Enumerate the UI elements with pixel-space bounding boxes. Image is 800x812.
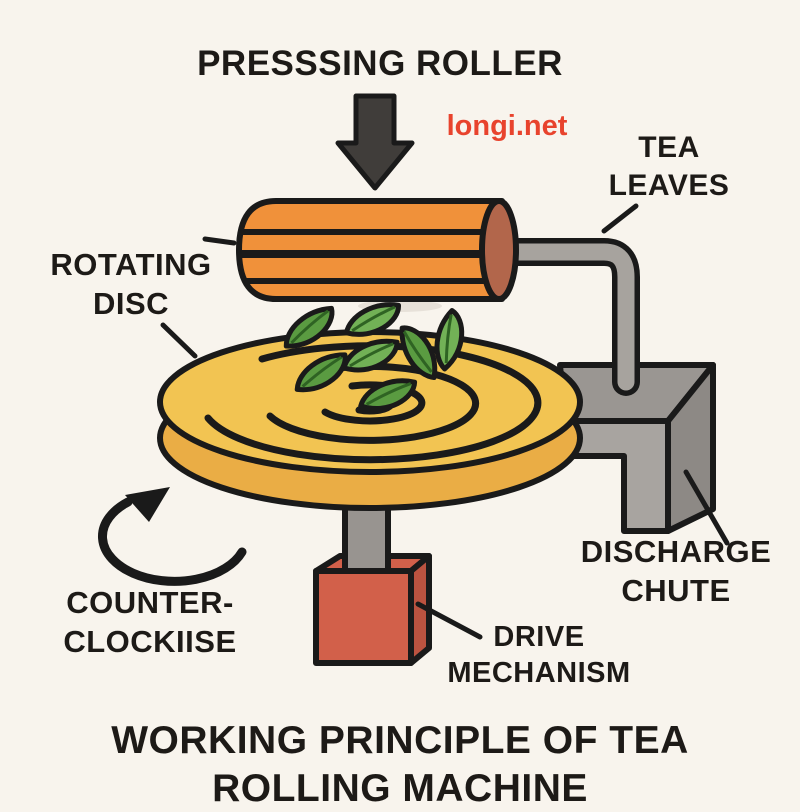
- pointer-tea-leaves: [601, 203, 639, 234]
- tea-leaf: [434, 308, 465, 372]
- pointer-lines: [160, 203, 730, 640]
- tea-leaf: [341, 338, 400, 373]
- pointer-drive-mechanism: [415, 601, 483, 640]
- feed-pipe: [483, 238, 640, 396]
- pipe-body: [488, 243, 635, 391]
- tea-leaves-group: [283, 302, 465, 411]
- rotating-disc: [157, 329, 583, 511]
- tea-leaf: [294, 352, 348, 393]
- pointer-discharge-chute: [683, 469, 730, 546]
- tea-leaf: [358, 378, 418, 411]
- tea-leaves-label: TEA LEAVES: [608, 131, 730, 202]
- pressing-roller-cylinder: [236, 198, 519, 312]
- pointer-disc: [160, 322, 198, 359]
- pointer-rotating-to-roller: [202, 236, 237, 246]
- counter-clockwise-label: COUNTER- CLOCKIISE: [63, 585, 237, 659]
- tea-leaf: [343, 302, 401, 337]
- tea-leaf: [399, 325, 438, 380]
- pressing-roller-label: PRESSSING ROLLER: [197, 44, 563, 83]
- chute-side-face: [665, 362, 716, 534]
- roller-end-cap: [479, 198, 519, 302]
- drive-cube-side-face: [408, 553, 432, 666]
- watermark-text: longi.net: [446, 110, 568, 142]
- diagram-title: WORKING PRINCIPLE OF TEA ROLLING MACHINE: [111, 719, 689, 810]
- drive-mechanism-label: DRIVE MECHANISM: [447, 621, 631, 690]
- counter-clockwise-arrow-icon: [97, 487, 247, 586]
- press-down-arrow-icon: [335, 93, 415, 191]
- discharge-chute-label: DISCHARGE CHUTE: [580, 534, 772, 608]
- rotating-disc-label: ROTATING DISC: [50, 247, 212, 321]
- drive-cube-front-face: [313, 568, 414, 666]
- drive-mechanism-cube: [313, 553, 432, 666]
- tea-leaf: [283, 305, 335, 349]
